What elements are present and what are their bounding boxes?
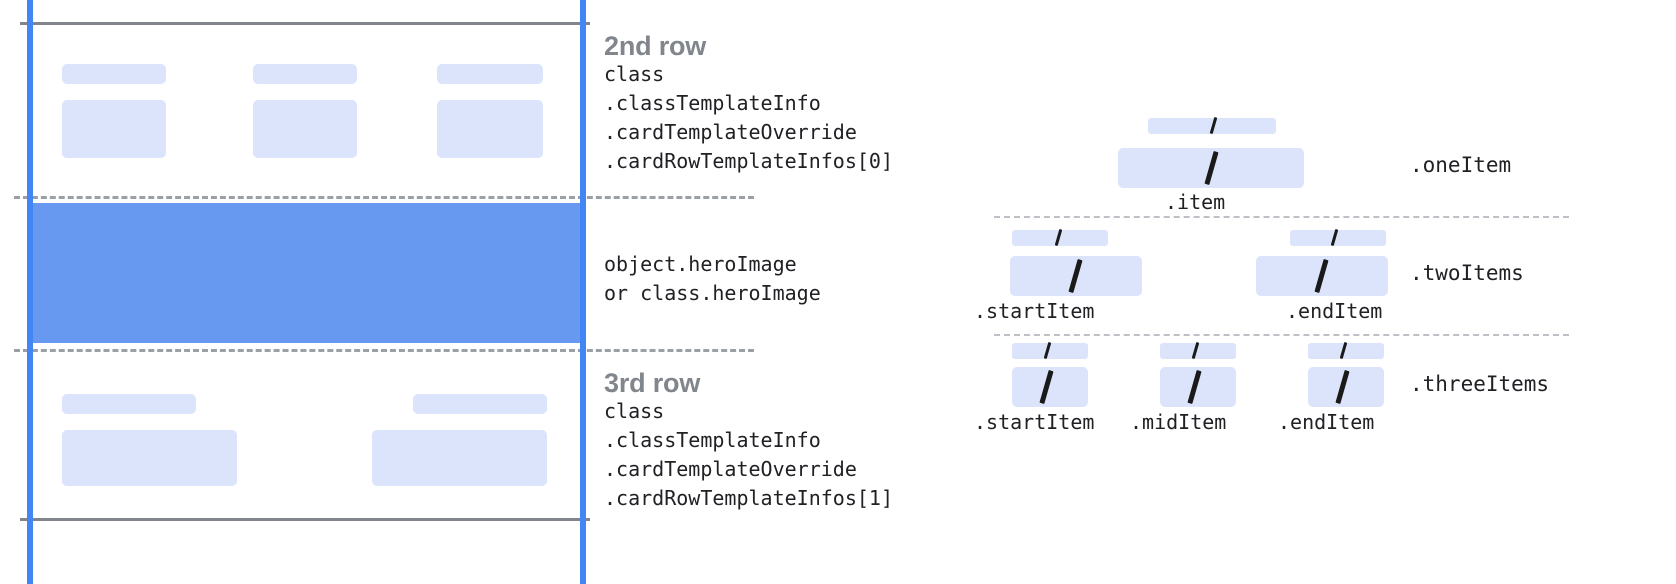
slot-label-start-item-two: .startItem — [974, 299, 1095, 323]
variant-label-one-item: .oneItem — [1410, 153, 1512, 177]
row-divider-upper — [14, 196, 754, 199]
three-items-mid-label-chip — [1160, 343, 1236, 359]
placeholder-label-3 — [437, 64, 543, 84]
card-right-guide — [580, 0, 586, 584]
annotation-code-hero-image: object.heroImage or class.heroImage — [604, 252, 821, 305]
card-left-guide — [27, 0, 33, 584]
three-items-start-label-chip — [1012, 343, 1088, 359]
two-items-end-label-chip — [1290, 230, 1386, 246]
placeholder-label-4 — [62, 394, 196, 414]
slot-label-item: .item — [1165, 190, 1226, 214]
hero-image-block — [30, 203, 582, 343]
placeholder-body-5 — [372, 430, 547, 486]
placeholder-label-1 — [62, 64, 166, 84]
three-items-end-label-chip — [1308, 343, 1384, 359]
variant-label-three-items: .threeItems — [1410, 372, 1550, 396]
annotation-code-third-row: class .classTemplateInfo .cardTemplateOv… — [604, 399, 893, 510]
row-divider-lower — [14, 349, 754, 352]
annotation-title-second-row: 2nd row — [604, 31, 707, 61]
card-bottom-rule — [20, 518, 590, 521]
variant-divider-1 — [994, 216, 1569, 218]
slot-label-end-item-two: .endItem — [1286, 299, 1383, 323]
placeholder-body-4 — [62, 430, 237, 486]
variant-divider-2 — [994, 334, 1569, 336]
annotation-second-row: 2nd row class .classTemplateInfo .cardTe… — [604, 32, 893, 176]
placeholder-body-2 — [253, 100, 357, 158]
slot-label-end-item-three: .endItem — [1278, 410, 1375, 434]
item-variants-panel: .item .oneItem .startItem .endItem .twoI… — [960, 0, 1676, 584]
annotation-title-third-row: 3rd row — [604, 368, 701, 398]
variant-label-two-items: .twoItems — [1410, 261, 1524, 285]
annotation-hero-image: object.heroImage or class.heroImage — [604, 250, 821, 308]
placeholder-label-2 — [253, 64, 357, 84]
annotation-code-second-row: class .classTemplateInfo .cardTemplateOv… — [604, 62, 893, 173]
two-items-start-label-chip — [1012, 230, 1108, 246]
card-mock-panel — [0, 0, 754, 584]
annotation-third-row: 3rd row class .classTemplateInfo .cardTe… — [604, 369, 893, 513]
placeholder-body-1 — [62, 100, 166, 158]
placeholder-label-5 — [413, 394, 547, 414]
slot-label-mid-item-three: .midItem — [1130, 410, 1227, 434]
placeholder-body-3 — [437, 100, 543, 158]
slot-label-start-item-three: .startItem — [974, 410, 1095, 434]
card-top-rule — [20, 22, 590, 25]
